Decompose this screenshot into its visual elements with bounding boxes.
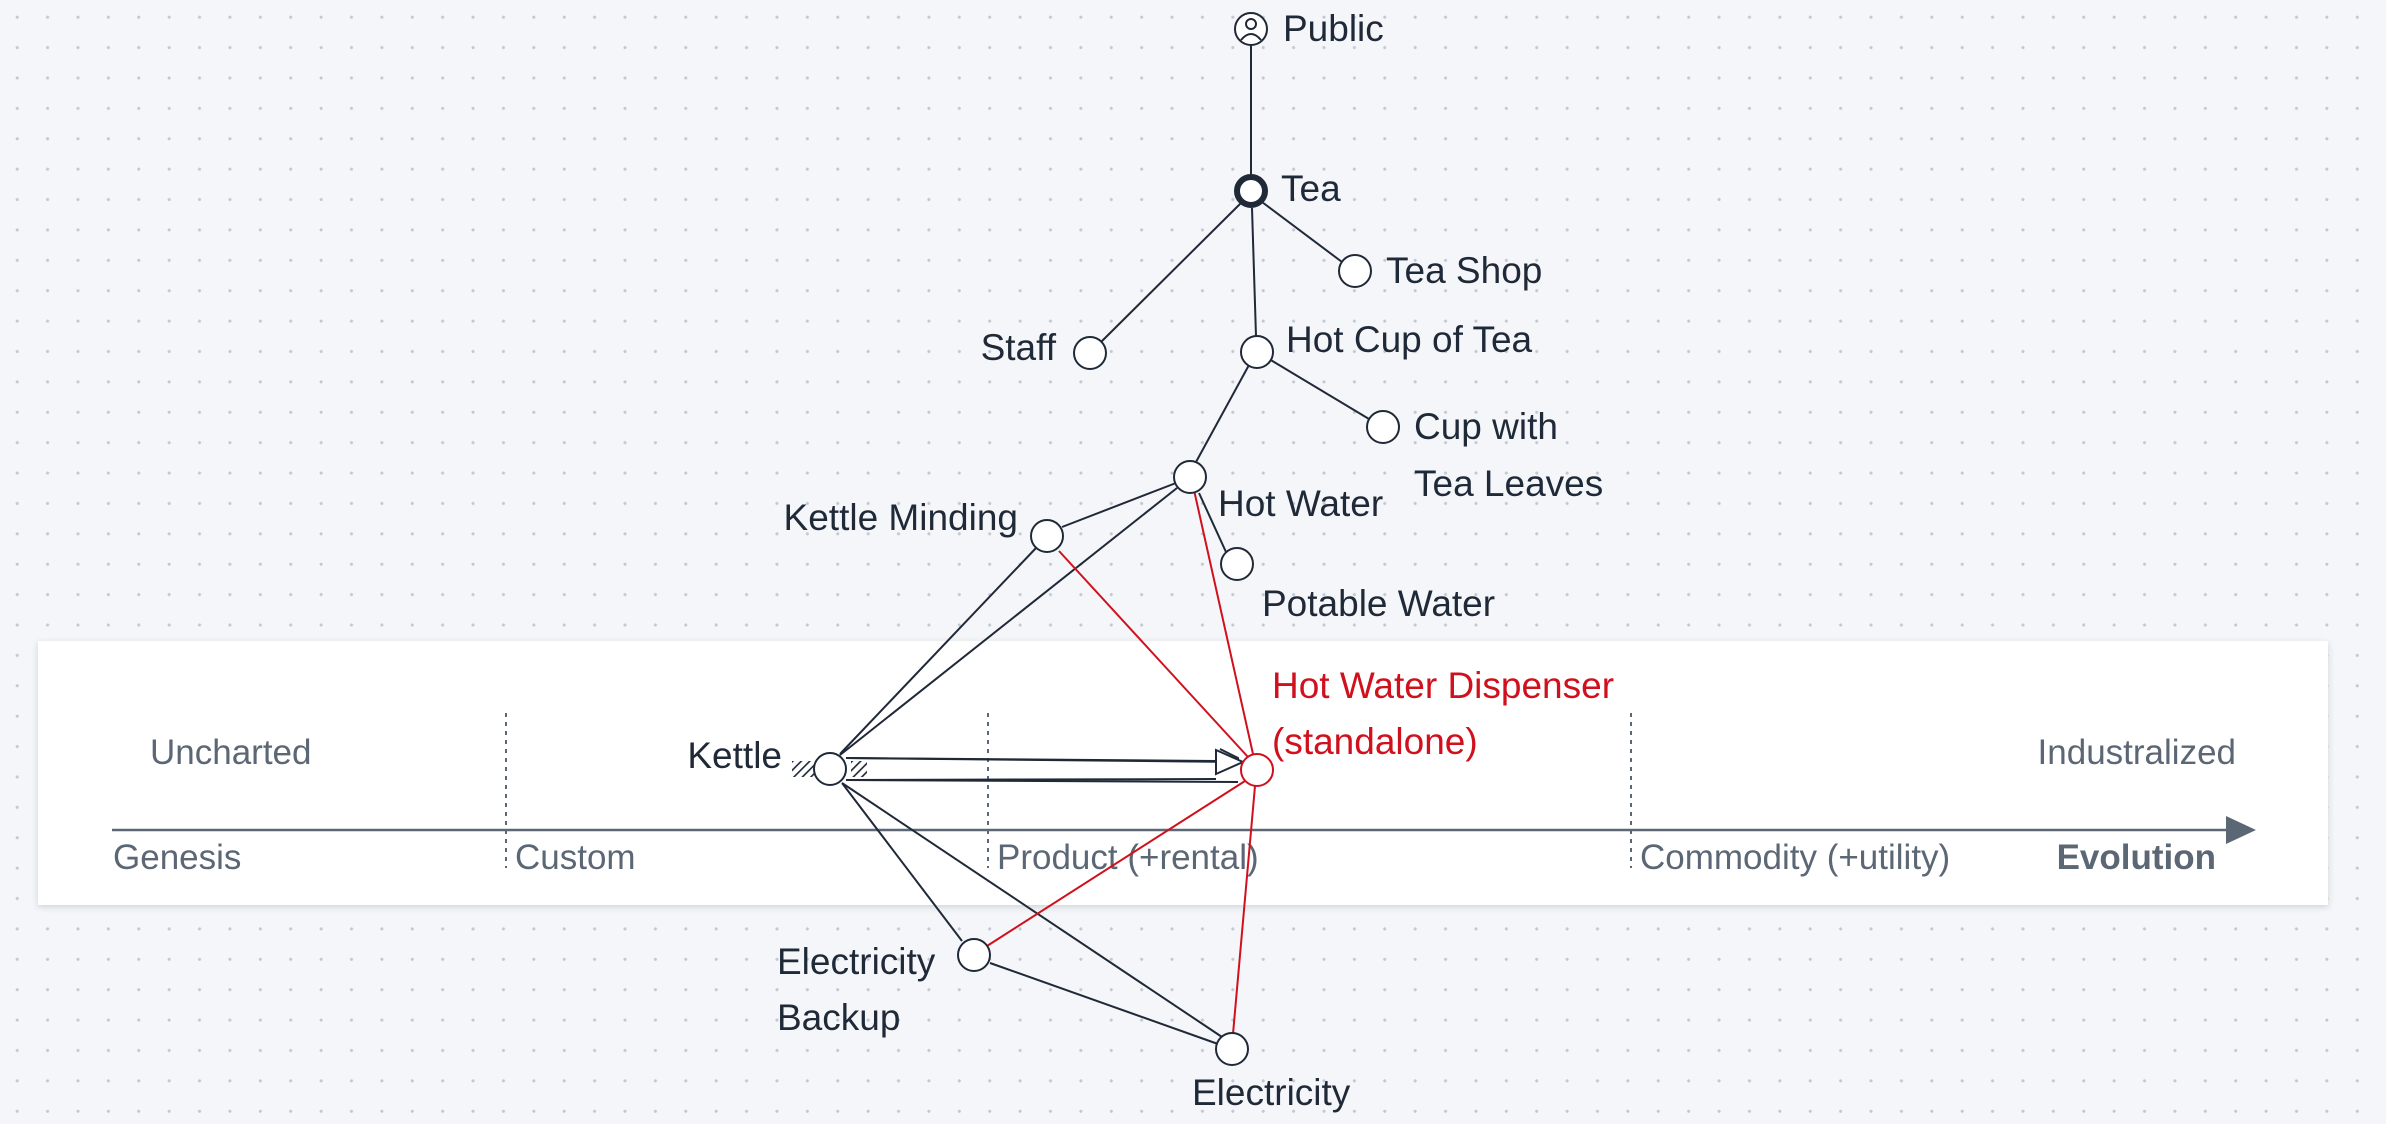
stage-label-commodity: Commodity (+utility) <box>1640 838 1950 877</box>
node-electricity-backup[interactable]: Electricity Backup <box>777 938 991 1038</box>
link-tea-staff[interactable] <box>1098 201 1243 345</box>
user-icon <box>1240 18 1262 41</box>
node-label-hot-water-dispenser-1: Hot Water Dispenser <box>1272 665 1614 706</box>
node-label-hot-water: Hot Water <box>1218 483 1383 524</box>
link-kettle-minding-kettle[interactable] <box>839 547 1037 755</box>
link-kettle-electricity[interactable] <box>841 782 1223 1038</box>
node-kettle-minding[interactable]: Kettle Minding <box>784 497 1064 553</box>
node-staff[interactable]: Staff <box>981 327 1107 370</box>
node-label-electricity-backup-2: Backup <box>777 997 900 1038</box>
node-hot-cup-of-tea[interactable]: Hot Cup of Tea <box>1240 319 1533 369</box>
region-label-industralized: Industralized <box>2038 733 2236 772</box>
link-hot-cup-cup-leaves[interactable] <box>1268 358 1370 420</box>
link-tea-hot-cup[interactable] <box>1251 207 1257 337</box>
node-label-kettle: Kettle <box>687 735 782 776</box>
node-electricity[interactable]: Electricity <box>1192 1032 1351 1113</box>
dependency-links <box>839 44 1370 1045</box>
node-label-hot-water-dispenser-2: (standalone) <box>1272 721 1478 762</box>
node-label-hot-cup-of-tea: Hot Cup of Tea <box>1286 319 1533 360</box>
stage-label-product: Product (+rental) <box>997 838 1259 877</box>
evolution-axis-arrowhead <box>2226 816 2256 844</box>
node-cup-with-tea-leaves[interactable]: Cup with Tea Leaves <box>1366 406 1603 504</box>
inertia-hatch-left <box>792 761 814 777</box>
node-tea[interactable]: Tea <box>1234 168 1341 209</box>
axis-title-evolution: Evolution <box>2057 838 2216 877</box>
link-hot-water-kettle[interactable] <box>839 487 1178 756</box>
link-kettle-minding-dispenser[interactable] <box>1058 550 1249 758</box>
node-label-cup-with-tea-leaves-1: Cup with <box>1414 406 1558 447</box>
link-tea-tea-shop[interactable] <box>1261 201 1343 263</box>
stage-label-genesis: Genesis <box>113 838 241 877</box>
node-label-tea: Tea <box>1281 168 1341 209</box>
node-label-kettle-minding: Kettle Minding <box>784 497 1018 538</box>
node-hot-water-dispenser[interactable]: Hot Water Dispenser (standalone) <box>1240 665 1614 787</box>
node-kettle[interactable]: Kettle <box>687 735 847 786</box>
region-label-uncharted: Uncharted <box>150 733 311 772</box>
inertia-hatch-right <box>851 761 867 777</box>
link-electricity-dispenser[interactable] <box>1232 785 1256 1035</box>
link-kettle-electricity-backup[interactable] <box>841 782 963 942</box>
link-hot-water-potable-water[interactable] <box>1198 492 1227 553</box>
node-label-potable-water: Potable Water <box>1262 583 1495 624</box>
link-electricity-backup-dispenser[interactable] <box>986 780 1246 947</box>
node-label-electricity: Electricity <box>1192 1072 1351 1113</box>
stage-label-custom: Custom <box>515 838 636 877</box>
node-label-electricity-backup-1: Electricity <box>777 941 936 982</box>
node-public[interactable]: Public <box>1234 8 1384 49</box>
node-label-cup-with-tea-leaves-2: Tea Leaves <box>1414 463 1603 504</box>
link-hot-water-dispenser[interactable] <box>1193 489 1254 755</box>
link-electricity-backup-electricity[interactable] <box>989 962 1219 1045</box>
link-hot-cup-hot-water[interactable] <box>1195 364 1250 463</box>
link-hot-water-kettle-minding[interactable] <box>1061 482 1177 528</box>
node-hot-water[interactable]: Hot Water <box>1173 460 1383 524</box>
node-label-public: Public <box>1283 8 1384 49</box>
node-label-tea-shop: Tea Shop <box>1386 250 1542 291</box>
node-label-staff: Staff <box>981 327 1057 368</box>
node-potable-water[interactable]: Potable Water <box>1220 547 1495 624</box>
evolve-arrow-kettle-to-dispenser[interactable] <box>845 748 1246 783</box>
node-tea-shop[interactable]: Tea Shop <box>1338 250 1542 291</box>
